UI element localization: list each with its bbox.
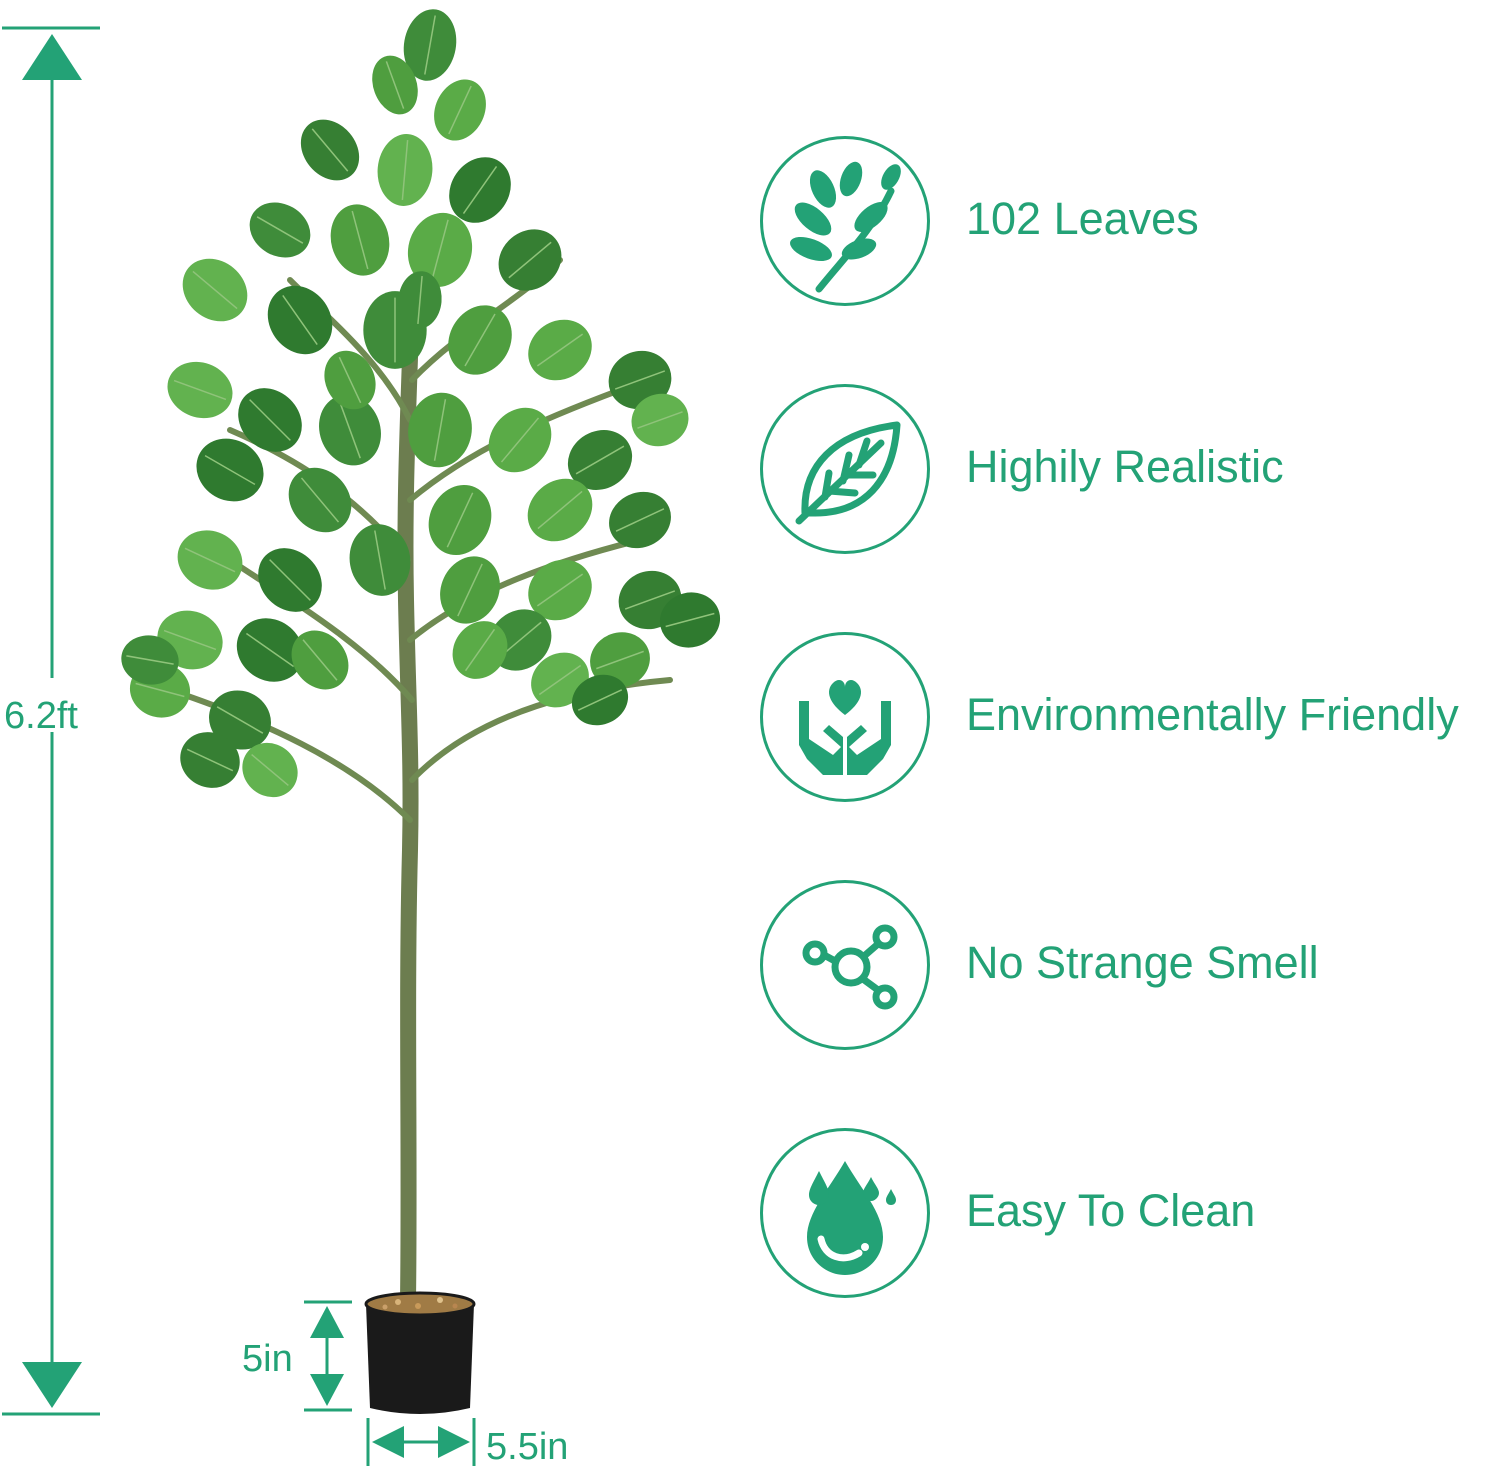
leaf-vein bbox=[536, 333, 584, 367]
leaf-vein bbox=[204, 454, 256, 486]
leaf-vein bbox=[385, 61, 405, 109]
feature-icon-circle bbox=[760, 1128, 930, 1298]
leaf-vein bbox=[374, 530, 386, 590]
height-label: 6.2ft bbox=[4, 695, 78, 737]
leaf-icon bbox=[795, 421, 901, 525]
leaf-vein bbox=[615, 508, 665, 532]
leaf-vein bbox=[300, 477, 340, 523]
leaf-vein bbox=[637, 411, 683, 429]
leaf-vein bbox=[186, 748, 234, 772]
leaf-vein bbox=[338, 356, 362, 404]
leaf-vein bbox=[446, 492, 474, 548]
feature-icon-circle bbox=[760, 384, 930, 554]
fiddle-leaf-fig-tree bbox=[121, 9, 721, 1414]
leaf-vein bbox=[192, 270, 238, 310]
leaf-vein bbox=[184, 547, 236, 573]
feature-realistic: Highily Realistic bbox=[760, 384, 1500, 560]
leaf-vein bbox=[163, 629, 217, 651]
leaf-vein bbox=[500, 417, 540, 463]
leaf-vein bbox=[624, 590, 676, 610]
pot-width-label: 5.5in bbox=[486, 1426, 569, 1468]
leaf-vein bbox=[302, 639, 338, 681]
leaf-vein bbox=[251, 753, 289, 787]
leaf-vein bbox=[431, 219, 449, 281]
leaf-vein bbox=[538, 664, 582, 696]
feature-label: Easy To Clean bbox=[966, 1185, 1256, 1236]
leaf-vein bbox=[433, 399, 447, 461]
leaf-vein bbox=[577, 689, 623, 711]
pot-height-dimension bbox=[304, 1300, 352, 1412]
leaf-vein bbox=[448, 85, 472, 135]
leaf-vein bbox=[245, 632, 295, 668]
feature-easy-clean: Easy To Clean bbox=[760, 1128, 1500, 1304]
leaf-vein bbox=[424, 15, 436, 75]
leaf-vein bbox=[401, 140, 409, 200]
leaf-vein bbox=[665, 612, 715, 628]
leaf-vein bbox=[537, 490, 583, 530]
feature-icon-circle bbox=[760, 880, 930, 1050]
feature-label: No Strange Smell bbox=[966, 937, 1319, 988]
pot-height-label: 5in bbox=[242, 1338, 293, 1380]
pot-width-dimension bbox=[366, 1418, 476, 1466]
leaf-vein bbox=[311, 128, 349, 172]
hands-heart-icon bbox=[799, 680, 891, 775]
feature-icon-circle bbox=[760, 136, 930, 306]
pot bbox=[364, 1291, 476, 1414]
leaf-vein bbox=[216, 706, 264, 734]
leaf-vein bbox=[596, 650, 644, 670]
leaf-vein bbox=[269, 559, 311, 601]
leaf-vein bbox=[282, 294, 318, 346]
feature-eco-friendly: Environmentally Friendly bbox=[760, 632, 1500, 808]
leaf-vein bbox=[464, 628, 496, 672]
branch-icon bbox=[790, 161, 901, 293]
leaf-vein bbox=[249, 399, 291, 441]
leaf-vein bbox=[614, 370, 666, 390]
leaf-vein bbox=[256, 216, 304, 244]
leaf-vein bbox=[457, 563, 483, 617]
leaf-vein bbox=[536, 573, 584, 607]
leaf-vein bbox=[462, 165, 498, 215]
leaf-vein bbox=[575, 445, 625, 475]
leaf-vein bbox=[417, 276, 423, 324]
feature-label: Highily Realistic bbox=[966, 441, 1284, 492]
leaf-vein bbox=[135, 682, 185, 698]
leaf-vein bbox=[173, 379, 227, 401]
feature-no-smell: No Strange Smell bbox=[760, 880, 1500, 1056]
leaf-vein bbox=[339, 401, 361, 459]
leaf-vein bbox=[351, 210, 369, 270]
leaf-vein bbox=[126, 655, 174, 665]
height-dimension bbox=[2, 26, 100, 1416]
feature-label: 102 Leaves bbox=[966, 193, 1199, 244]
molecule-icon bbox=[802, 924, 898, 1010]
feature-label: Environmentally Friendly bbox=[966, 689, 1459, 740]
feature-leaves: 102 Leaves bbox=[760, 136, 1500, 312]
feature-icon-circle bbox=[760, 632, 930, 802]
leaf-vein bbox=[464, 313, 496, 367]
water-drops-icon bbox=[807, 1161, 896, 1275]
leaf-vein bbox=[508, 241, 552, 279]
